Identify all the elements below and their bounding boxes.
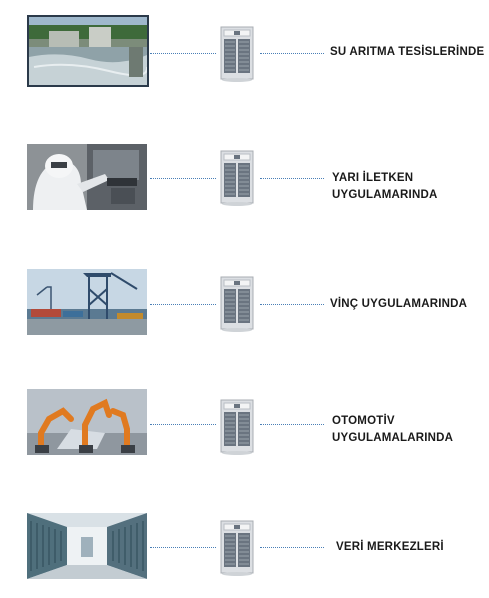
application-row-datacenter: VERİ MERKEZLERİ [0, 508, 489, 598]
application-label-line: VERİ MERKEZLERİ [336, 541, 444, 553]
application-label-line: UYGULAMARINDA [332, 189, 438, 201]
connector-line [260, 178, 324, 179]
connector-line [150, 424, 216, 425]
connector-line [260, 547, 324, 548]
robot-arm-photo [27, 389, 147, 455]
water-treatment-photo [27, 15, 149, 87]
application-label-line: OTOMOTİV [332, 415, 395, 427]
connector-line [150, 178, 216, 179]
application-label: SU ARITMA TESİSLERİNDE [330, 44, 484, 61]
application-label-line: UYGULAMALARINDA [332, 432, 454, 444]
application-label: VİNÇ UYGULAMARINDA [330, 296, 467, 313]
connector-line [260, 304, 324, 305]
inverter-cabinet-icon [220, 150, 254, 211]
semiconductor-lab-photo [27, 144, 147, 210]
application-row-crane: VİNÇ UYGULAMARINDA [0, 266, 489, 356]
inverter-cabinet-icon [220, 399, 254, 460]
server-room-photo [27, 513, 147, 579]
connector-line [150, 304, 216, 305]
connector-line [260, 53, 324, 54]
application-label: YARI İLETKEN UYGULAMARINDA [332, 170, 437, 204]
application-row-automotive: OTOMOTİV UYGULAMALARINDA [0, 387, 489, 477]
application-label-line: YARI İLETKEN [332, 172, 414, 184]
connector-line [260, 424, 324, 425]
port-crane-photo [27, 269, 147, 335]
application-row-semiconductor: YARI İLETKEN UYGULAMARINDA [0, 142, 489, 232]
application-row-water: SU ARITMA TESİSLERİNDE [0, 14, 489, 104]
application-label-line: SU ARITMA TESİSLERİNDE [330, 46, 485, 58]
connector-line [150, 53, 216, 54]
application-label: VERİ MERKEZLERİ [336, 539, 444, 556]
inverter-cabinet-icon [220, 276, 254, 337]
inverter-cabinet-icon [220, 26, 254, 87]
connector-line [150, 547, 216, 548]
application-label: OTOMOTİV UYGULAMALARINDA [332, 413, 453, 447]
inverter-cabinet-icon [220, 520, 254, 581]
application-label-line: VİNÇ UYGULAMARINDA [330, 298, 468, 310]
